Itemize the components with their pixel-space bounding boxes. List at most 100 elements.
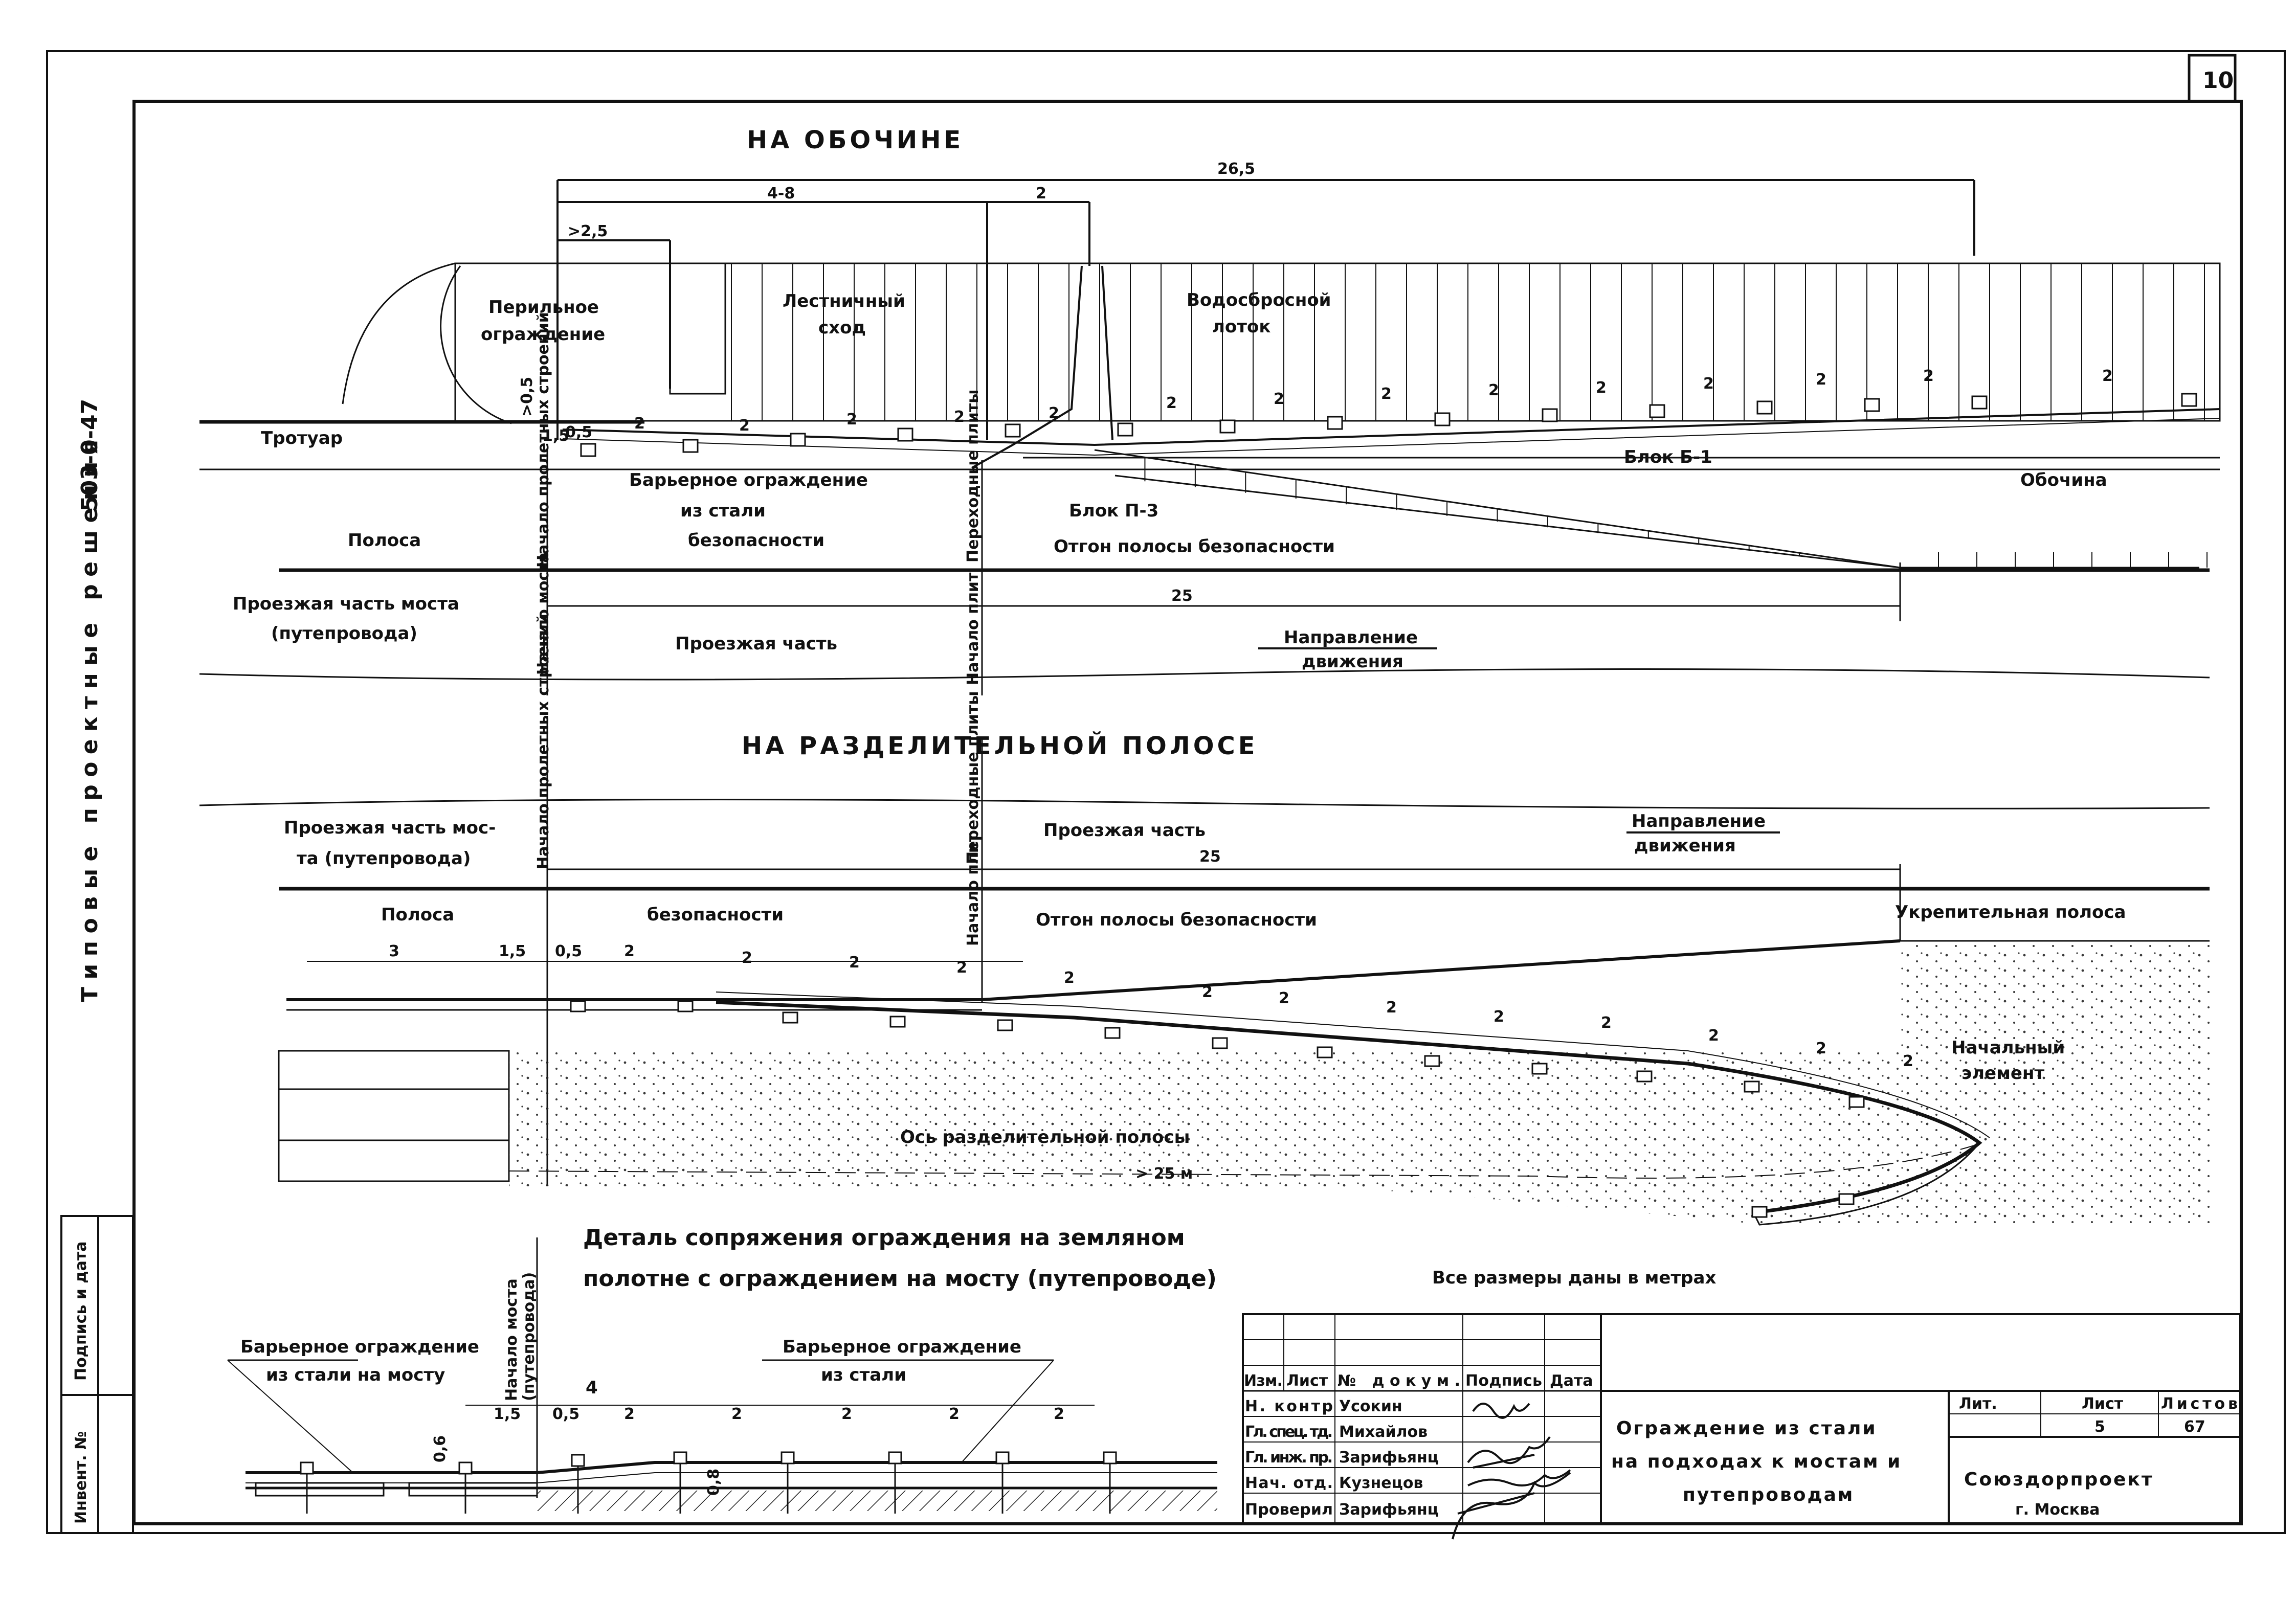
label-transition-plates: Переходные плиты <box>964 390 982 562</box>
detail-posts <box>300 1451 1117 1514</box>
org-name: Союздорпроект <box>1964 1469 2154 1490</box>
guardrail-post <box>1848 1096 1865 1108</box>
guardrail-post <box>570 1000 586 1012</box>
tb-header: Дата <box>1550 1372 1593 1390</box>
guardrail-post <box>1212 1037 1228 1049</box>
label-shoulder: Обочина <box>2020 470 2107 490</box>
top-spacings: 2 2 2 2 2 2 2 2 2 2 2 2 2 2 <box>634 367 2113 435</box>
label-strip: Полоса <box>348 530 421 551</box>
dim-0-5: >0,5 <box>518 377 536 417</box>
detail-post <box>458 1461 473 1475</box>
detail-dim: 2 <box>1054 1405 1064 1423</box>
tb-role: Гл. спец. тд. <box>1245 1423 1333 1441</box>
detail-dim: 0,5 <box>552 1405 579 1423</box>
frame <box>46 50 2286 1534</box>
top-rail-post <box>1327 416 1343 430</box>
mid-transition-plates: Переходные плиты <box>964 691 982 864</box>
fence-posts <box>731 263 2205 421</box>
label-bridge-start: Начало моста <box>534 552 552 675</box>
mid-safety: безопасности <box>647 905 784 925</box>
mid-dim: 2 <box>1202 983 1213 1001</box>
top-linework <box>199 179 2221 695</box>
mid-direction-2: движения <box>1634 836 1736 856</box>
side-label: Типовые проектные решения 503-0-47 <box>77 399 103 1002</box>
top-rail-post <box>1864 398 1880 412</box>
mid-dim-25m: > 25 м <box>1135 1165 1193 1183</box>
label-barrier-steel-2: из стали <box>680 501 766 521</box>
dim-2-5: >2,5 <box>568 222 608 240</box>
top-rail-post <box>790 433 806 447</box>
mid-dim: 2 <box>1279 989 1289 1007</box>
top-rail-post <box>1219 419 1236 434</box>
spacing-label: 2 <box>954 408 965 426</box>
guardrail-post <box>677 1000 694 1012</box>
mid-initial-2: элемент <box>1961 1063 2044 1084</box>
title-block-rows: Н. контр Усокин Гл. спец. тд. Михайлов Г… <box>1245 1398 1439 1519</box>
mid-dim: 2 <box>1601 1014 1612 1032</box>
top-rail-post <box>1756 400 1773 415</box>
tb-name: Кузнецов <box>1339 1474 1423 1492</box>
label-bridge-roadway-1: Проезжая часть моста <box>233 594 459 614</box>
mid-plates-start: Начало плит <box>964 833 982 946</box>
detail-barrier-steel-1: Барьерное ограждение <box>783 1337 1021 1357</box>
mid-dim: 2 <box>1816 1040 1826 1057</box>
guardrail-post <box>1317 1046 1333 1058</box>
mid-guardrail <box>716 991 1990 1226</box>
mid-dims: 3 1,5 0,5 2 2 2 2 2 2 2 2 2 2 2 2 2 <box>389 942 1913 1070</box>
detail-dim: 2 <box>841 1405 852 1423</box>
detail-post <box>300 1461 314 1475</box>
detail-post <box>1103 1451 1117 1464</box>
spacing-label: 2 <box>1816 371 1826 389</box>
drawing-title-line: Ограждение из стали <box>1616 1418 1877 1439</box>
guardrail-post <box>1751 1206 1768 1218</box>
mid-dim: 0,5 <box>555 942 582 960</box>
spacing-label: 2 <box>1923 367 1934 385</box>
mid-run-out: Отгон полосы безопасности <box>1036 910 1317 930</box>
tb-name: Зарифьянц <box>1339 1501 1439 1519</box>
mid-dim: 2 <box>1708 1027 1719 1045</box>
label-bridge-roadway-2: (путепровода) <box>271 623 417 644</box>
median-axis <box>508 1145 1975 1179</box>
detail-post <box>571 1454 585 1467</box>
top-rail-post <box>682 439 699 453</box>
top-rail-post <box>2181 393 2197 407</box>
spacing-label: 2 <box>1166 394 1177 412</box>
top-rail-post <box>1542 408 1558 422</box>
spacing-label: 2 <box>1488 381 1499 399</box>
detail-barrier-bridge-1: Барьерное ограждение <box>240 1337 479 1357</box>
label-stairs-2: сход <box>818 318 866 338</box>
label-dim-25: 25 <box>1171 587 1193 605</box>
guardrail-post <box>997 1019 1013 1031</box>
spacing-label: 2 <box>1596 379 1607 397</box>
dim-2: 2 <box>1036 185 1046 202</box>
label-stairs-1: Лестничный <box>783 291 905 311</box>
tb-header: Подпись <box>1465 1372 1542 1390</box>
guardrail-post <box>889 1016 906 1028</box>
top-rail-post <box>1005 423 1021 438</box>
detail-post <box>995 1451 1010 1464</box>
drawing-title-line: на подходах к мостам и <box>1611 1451 1902 1472</box>
detail-bridge-start-2: (путепровода) <box>520 1272 538 1401</box>
mid-strip: Полоса <box>381 905 454 925</box>
detail-post <box>888 1451 902 1464</box>
spacing-label: 2 <box>739 417 750 435</box>
top-rail-post <box>1117 422 1133 437</box>
block-b1-segments <box>1144 457 2208 568</box>
side-stamp <box>60 1215 134 1534</box>
drawing-title-line: путепроводам <box>1683 1484 1854 1505</box>
guardrail-post <box>1636 1070 1653 1083</box>
stage-sheet-value: 5 <box>2094 1418 2105 1436</box>
dim-total: 26,5 <box>1217 160 1255 178</box>
section-top-title: НА ОБОЧИНЕ <box>747 126 964 154</box>
spacing-label: 2 <box>1381 385 1392 403</box>
mid-median-axis: Ось разделительной полосы <box>900 1127 1190 1147</box>
label-drain-2: лоток <box>1212 317 1270 337</box>
sheet-number: 10 <box>2202 67 2234 94</box>
dim-1-5: 1,5 <box>542 427 569 445</box>
detail-note: Все размеры даны в метрах <box>1432 1268 1716 1288</box>
stage-sheets-header: Листов <box>2161 1395 2238 1413</box>
mid-dim-25: 25 <box>1199 848 1221 866</box>
label-drain-1: Водосбросной <box>1187 290 1331 310</box>
spacing-label: 2 <box>634 415 645 433</box>
